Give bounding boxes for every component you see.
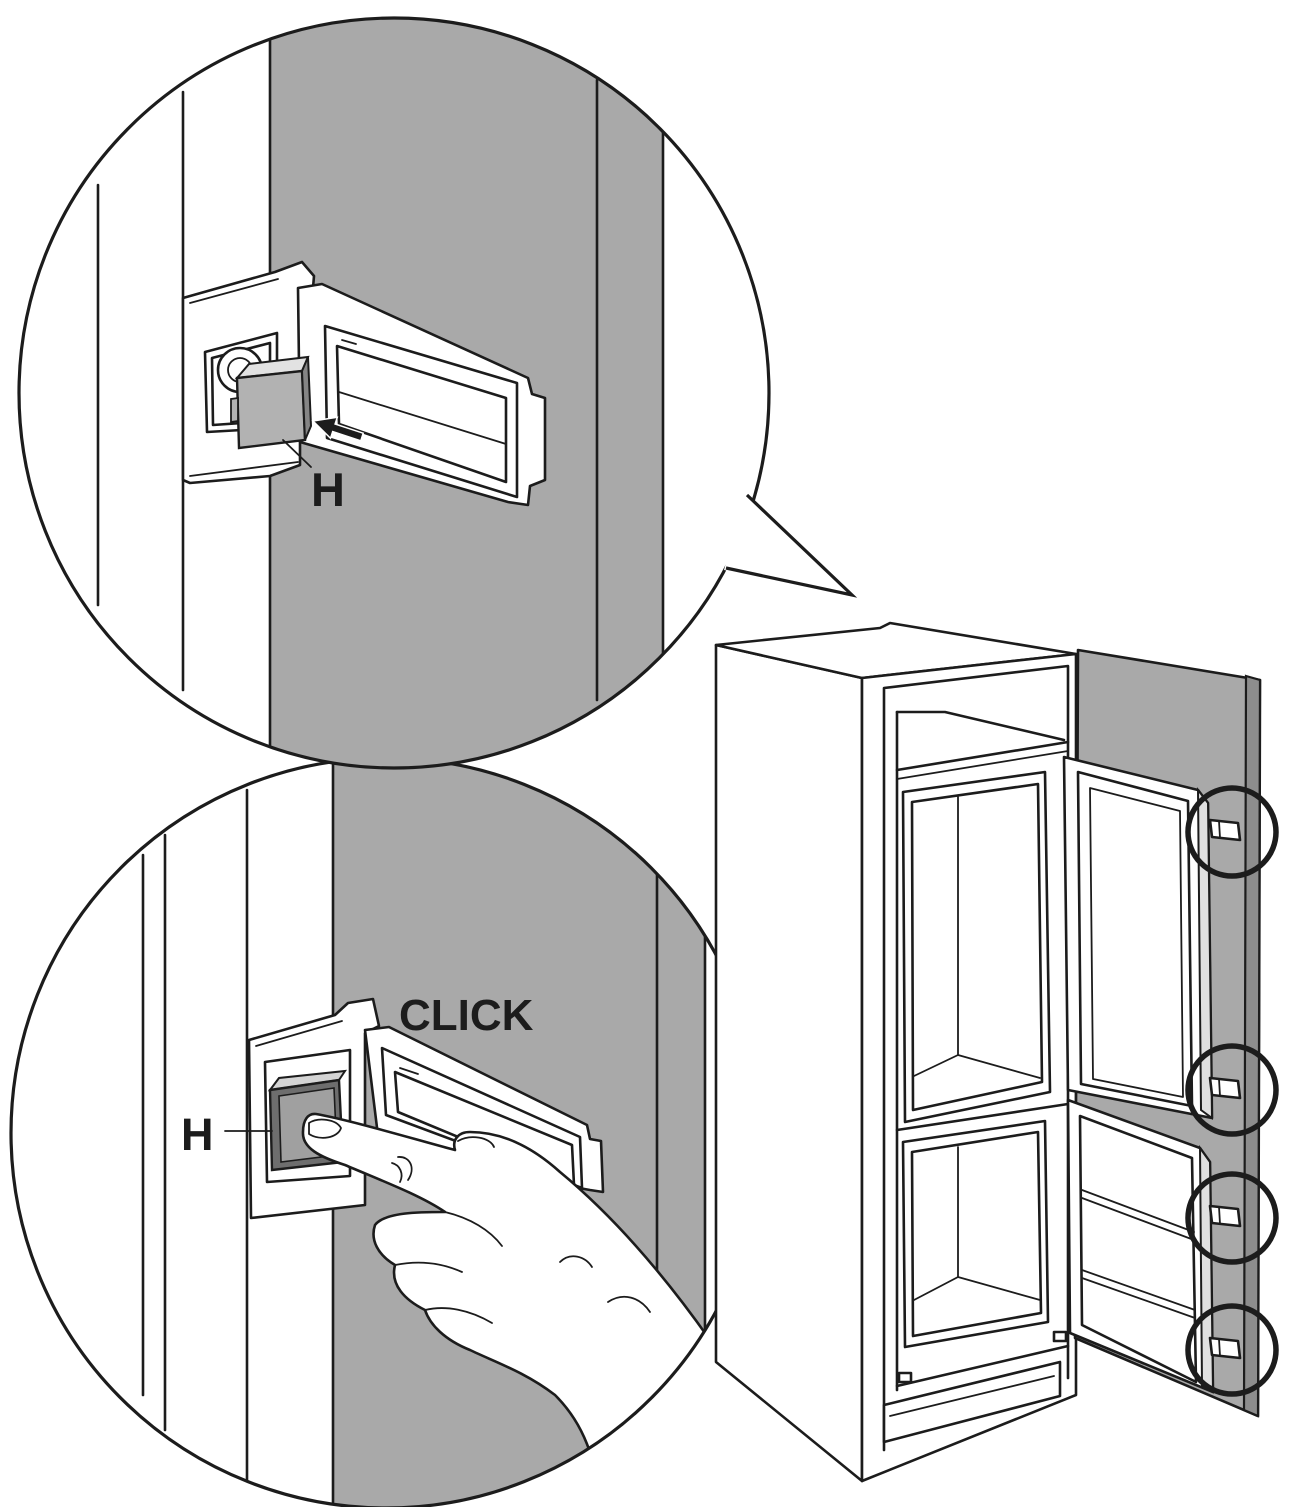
hinge-highlight-ring [1185, 785, 1279, 879]
click-label: CLICK [399, 991, 534, 1040]
door-shelf [1081, 1269, 1196, 1311]
cabinet-plinth-edge [889, 1375, 1055, 1417]
door-hinge-icon [1208, 818, 1242, 842]
finger-crease [424, 1307, 493, 1324]
finger-crease [444, 1211, 503, 1247]
callout-pointer [724, 492, 858, 598]
hinge-highlight-ring [1185, 1171, 1279, 1265]
hinge-cover-h-side [300, 356, 313, 441]
hinge-bracket-plate-edge [255, 1020, 343, 1047]
door-hinge-icon-slot [1218, 1078, 1221, 1097]
thumbnail [457, 1136, 495, 1148]
top-detail-circle-outline [17, 16, 771, 770]
hinge-highlight [1185, 785, 1279, 879]
door-hinge-icon [1208, 1076, 1242, 1100]
fridge-top-edge [895, 740, 1070, 772]
bottom-detail-callout: H CLICK [9, 756, 763, 1507]
finger-crease [394, 1261, 463, 1273]
door-hinge-icon-slot [1218, 1338, 1221, 1357]
fridge-cabinet-overview [714, 621, 1279, 1483]
hinge-highlight [1185, 1303, 1279, 1397]
hinge-bracket-plate-bottom [189, 461, 299, 477]
fridge-upper-door-liner-inner [1089, 787, 1184, 1098]
hinge-slider-window [335, 344, 508, 484]
hinge-bracket-plate-edge [189, 278, 279, 304]
fridge-lower-door-liner [1078, 1114, 1198, 1384]
door-shelf [1081, 1189, 1195, 1233]
fridge-bottom-hinge-left [897, 1371, 913, 1384]
cabinet-side-panel [714, 643, 864, 1483]
fridge-upper-floor-edge [913, 1054, 959, 1077]
door-hinge-icon [1208, 1204, 1242, 1228]
fridge-upper-door-liner [1076, 770, 1194, 1108]
fridge-bottom-hinge-right [1052, 1330, 1068, 1343]
door-hinge-icon [1208, 1336, 1242, 1360]
fridge-compartment-divider [895, 1102, 1070, 1132]
bottom-detail-content [141, 759, 712, 1507]
top-detail-callout: H [17, 16, 771, 770]
cover-label-leader-top [282, 439, 312, 468]
door-hinge-icon-slot [1218, 1206, 1221, 1225]
fingerprint-line [391, 1162, 403, 1183]
hinge-cover-h-tab [230, 396, 239, 424]
hinge-highlight [1185, 1043, 1279, 1137]
cabinet-plinth [882, 1360, 1062, 1444]
cover-label-top: H [311, 463, 345, 516]
hand-outline [301, 1112, 712, 1502]
fridge-upper-compartment-inner [910, 782, 1044, 1112]
door-shelf [1081, 1277, 1196, 1319]
hinge-slider-tab [341, 339, 357, 345]
hinge-highlight-ring [1185, 1043, 1279, 1137]
door-shelf [1081, 1197, 1195, 1241]
callout-pointer-outline [725, 493, 858, 598]
hinge-highlight [1185, 1171, 1279, 1265]
callout-pointer-fill [724, 492, 852, 595]
knuckle-line [607, 1295, 651, 1313]
cabinet-door-edge [1242, 674, 1262, 1418]
hinge-slider-tab [399, 1067, 419, 1075]
fingerprint-line [397, 1156, 413, 1181]
hinge-highlight-ring [1185, 1303, 1279, 1397]
fridge-lower-floor-edge [913, 1276, 959, 1301]
fridge-top-edge-inner [896, 750, 1069, 780]
fridge-bottom-edge [895, 1344, 1070, 1388]
hinge-slider-divider [338, 391, 507, 445]
cover-label-bottom: H [181, 1109, 214, 1160]
top-detail-content [96, 18, 665, 768]
door-hinge-icon-slot [1218, 820, 1221, 839]
cabinet-top-shelf [895, 710, 1066, 742]
knuckle-line [559, 1255, 593, 1268]
fridge-lower-compartment-inner [910, 1130, 1043, 1338]
fingernail [308, 1118, 342, 1139]
hinge-cover-h [235, 369, 307, 450]
push-arrow-icon [311, 416, 365, 442]
hand [301, 1112, 712, 1502]
cabinet-top [714, 621, 1078, 680]
